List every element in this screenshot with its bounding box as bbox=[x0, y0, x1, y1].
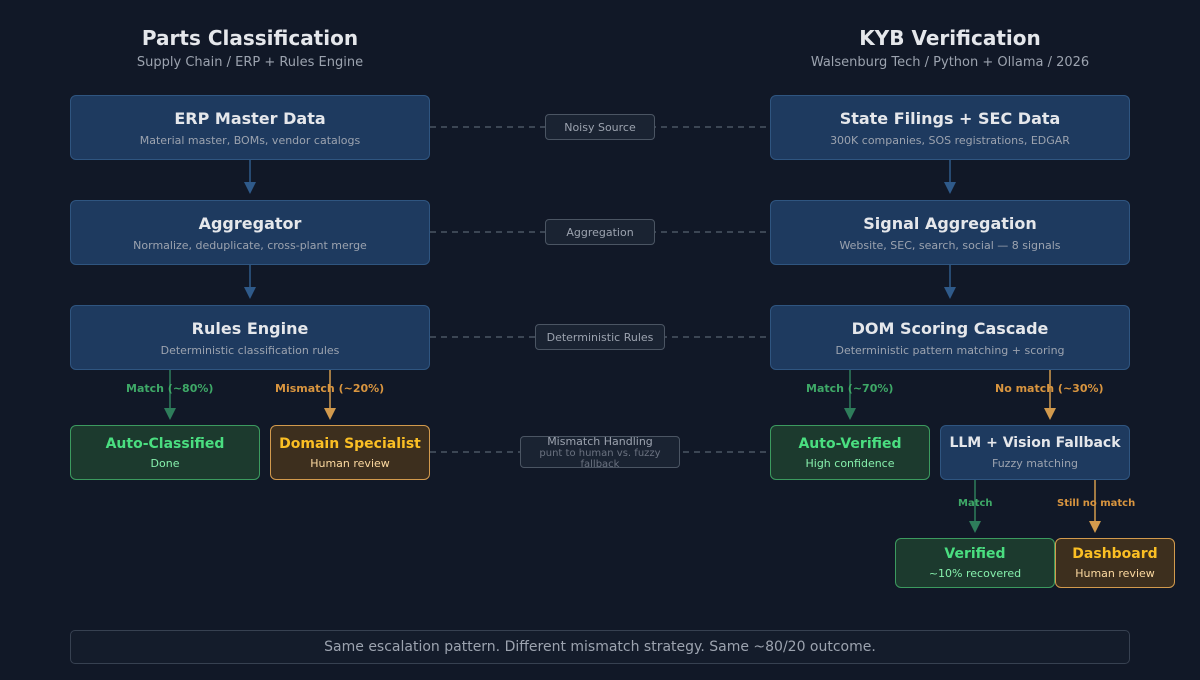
domain-specialist-subtitle: Human review bbox=[310, 456, 390, 470]
verified-title: Verified bbox=[944, 546, 1006, 562]
right-match-label: Match (~70%) bbox=[806, 382, 894, 395]
erp-subtitle: Material master, BOMs, vendor catalogs bbox=[139, 133, 361, 147]
erp-master-data-box: ERP Master Data Material master, BOMs, v… bbox=[70, 95, 430, 160]
rules-title: Rules Engine bbox=[191, 318, 309, 338]
aggregation-label: Aggregation bbox=[566, 225, 634, 239]
dashboard-box: Dashboard Human review bbox=[1055, 538, 1175, 588]
llm-subtitle: Fuzzy matching bbox=[991, 457, 1079, 470]
dom-scoring-box: DOM Scoring Cascade Deterministic patter… bbox=[770, 305, 1130, 370]
left-match-label: Match (~80%) bbox=[126, 382, 214, 395]
dom-subtitle: Deterministic pattern matching + scoring bbox=[835, 343, 1065, 357]
deterministic-rules-pill: Deterministic Rules bbox=[535, 324, 665, 350]
verified-subtitle: ~10% recovered bbox=[928, 567, 1022, 580]
signal-aggregation-box: Signal Aggregation Website, SEC, search,… bbox=[770, 200, 1130, 265]
filings-subtitle: 300K companies, SOS registrations, EDGAR bbox=[830, 133, 1070, 147]
aggregator-title: Aggregator bbox=[198, 213, 302, 233]
domain-specialist-box: Domain Specialist Human review bbox=[270, 425, 430, 480]
left-title: Parts Classification bbox=[141, 26, 359, 50]
verified-box: Verified ~10% recovered bbox=[895, 538, 1055, 588]
still-no-match-label: Still no match bbox=[1057, 498, 1136, 509]
left-subtitle: Supply Chain / ERP + Rules Engine bbox=[136, 55, 364, 70]
dom-title: DOM Scoring Cascade bbox=[851, 318, 1049, 338]
right-nomatch-label: No match (~30%) bbox=[995, 382, 1104, 395]
noisy-source-pill: Noisy Source bbox=[545, 114, 655, 140]
aggregator-subtitle: Normalize, deduplicate, cross-plant merg… bbox=[133, 238, 367, 252]
auto-verified-box: Auto-Verified High confidence bbox=[770, 425, 930, 480]
llm-fallback-box: LLM + Vision Fallback Fuzzy matching bbox=[940, 425, 1130, 480]
right-subtitle: Walsenburg Tech / Python + Ollama / 2026 bbox=[810, 55, 1090, 70]
filings-title: State Filings + SEC Data bbox=[839, 108, 1061, 128]
auto-classified-box: Auto-Classified Done bbox=[70, 425, 260, 480]
aggregation-pill: Aggregation bbox=[545, 219, 655, 245]
llm-title: LLM + Vision Fallback bbox=[949, 435, 1121, 451]
mismatch-handling-pill: Mismatch Handling punt to human vs. fuzz… bbox=[520, 434, 680, 470]
dashboard-title: Dashboard bbox=[1072, 546, 1158, 562]
mismatch-handling-sub: punt to human vs. fuzzy fallback bbox=[539, 447, 661, 470]
state-filings-box: State Filings + SEC Data 300K companies,… bbox=[770, 95, 1130, 160]
signal-title: Signal Aggregation bbox=[863, 213, 1037, 233]
auto-verified-title: Auto-Verified bbox=[798, 435, 902, 452]
auto-classified-subtitle: Done bbox=[150, 456, 180, 470]
left-mismatch-label: Mismatch (~20%) bbox=[275, 382, 385, 395]
right-title: KYB Verification bbox=[859, 26, 1041, 50]
rules-subtitle: Deterministic classification rules bbox=[160, 343, 340, 357]
llm-match-label: Match bbox=[958, 498, 993, 509]
domain-specialist-title: Domain Specialist bbox=[279, 435, 421, 452]
noisy-source-label: Noisy Source bbox=[564, 120, 636, 134]
signal-subtitle: Website, SEC, search, social — 8 signals bbox=[839, 238, 1061, 252]
deterministic-rules-label: Deterministic Rules bbox=[546, 330, 654, 344]
mismatch-handling-label: Mismatch Handling bbox=[547, 434, 653, 448]
erp-title: ERP Master Data bbox=[174, 108, 326, 128]
aggregator-box: Aggregator Normalize, deduplicate, cross… bbox=[70, 200, 430, 265]
rules-engine-box: Rules Engine Deterministic classificatio… bbox=[70, 305, 430, 370]
footer-summary: Same escalation pattern. Different misma… bbox=[70, 630, 1130, 664]
footer-text: Same escalation pattern. Different misma… bbox=[324, 639, 876, 655]
dashboard-subtitle: Human review bbox=[1075, 567, 1155, 580]
auto-verified-subtitle: High confidence bbox=[805, 456, 895, 470]
auto-classified-title: Auto-Classified bbox=[105, 435, 225, 452]
